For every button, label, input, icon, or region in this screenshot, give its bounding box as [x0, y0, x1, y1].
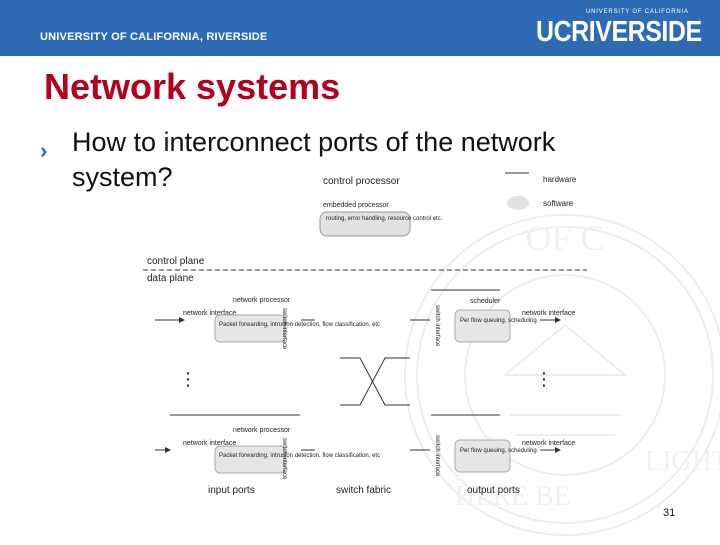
data-plane-label: data plane: [147, 273, 194, 284]
output-port-top: scheduler Per flow queuing, scheduling n…: [410, 289, 575, 347]
bullet-text: How to interconnect ports of the network…: [72, 127, 556, 192]
per-flow-label: Per flow queuing, scheduling: [460, 318, 537, 324]
page-number: 31: [663, 507, 676, 519]
input-ellipsis: ⋮: [179, 369, 197, 389]
network-system-diagram: control processor embedded processor rou…: [143, 172, 587, 496]
per-flow2-label: Per flow queuing, scheduling: [460, 448, 537, 454]
packet-processing2-label: Packet forwarding, intrusion detection, …: [219, 453, 380, 459]
slide-title: Network systems: [44, 66, 341, 107]
routing-box: [319, 211, 411, 237]
svg-text:HERE BE: HERE BE: [455, 481, 571, 512]
input-switch-interface-label: switch interface: [281, 308, 287, 350]
university-seal-watermark: OF C LIGHT HERE BE: [404, 214, 720, 536]
header-banner: UNIVERSITY OF CALIFORNIA, RIVERSIDE UNIV…: [0, 0, 720, 56]
output-ellipsis: ⋮: [535, 369, 553, 389]
legend-hardware-label: hardware: [543, 175, 577, 184]
output-port-bottom: Per flow queuing, scheduling network int…: [410, 414, 575, 477]
output2-switch-interface-label: switch interface: [434, 435, 440, 477]
legend-software-shape: [507, 196, 529, 210]
output-ports-label: output ports: [467, 485, 520, 496]
output-switch-interface-label: switch interface: [434, 305, 440, 347]
input2-network-processor-label: network processor: [233, 427, 291, 434]
input-network-processor-label: network processor: [233, 297, 291, 304]
svg-text:LIGHT: LIGHT: [645, 446, 720, 477]
routing-box-label: routing, error handling, resource contro…: [326, 216, 443, 222]
switch-fabric-crossbar: [340, 357, 410, 406]
input2-switch-interface-label: switch interface: [281, 438, 287, 480]
packet-processing-label: Packet forwarding, intrusion detection, …: [219, 322, 380, 328]
input2-network-interface-label: network interface: [183, 440, 236, 447]
logo-subtext: UNIVERSITY OF CALIFORNIA: [586, 9, 689, 15]
logo-text: UCRIVERSIDE: [536, 16, 702, 48]
switch-fabric-label: switch fabric: [336, 485, 391, 496]
embedded-processor-label: embedded processor: [323, 202, 389, 209]
university-name: UNIVERSITY OF CALIFORNIA, RIVERSIDE: [40, 31, 268, 43]
legend-software-label: software: [543, 199, 574, 208]
control-plane-label: control plane: [147, 256, 205, 267]
ucr-logo: UNIVERSITY OF CALIFORNIA UCRIVERSIDE: [536, 9, 702, 48]
input-port-top: network interface network processor Pack…: [155, 297, 380, 350]
control-processor: control processor embedded processor rou…: [319, 172, 577, 237]
scheduler-label: scheduler: [470, 298, 501, 305]
control-processor-label: control processor: [323, 176, 400, 187]
chevron-right-icon: ›: [40, 138, 48, 163]
input-ports-label: input ports: [208, 485, 255, 496]
output2-network-interface-label: network interface: [522, 440, 575, 447]
input-port-bottom: network interface network processor Pack…: [155, 414, 380, 480]
svg-text:OF C: OF C: [525, 218, 604, 258]
output-network-interface-label: network interface: [522, 310, 575, 317]
input-network-interface-label: network interface: [183, 310, 236, 317]
